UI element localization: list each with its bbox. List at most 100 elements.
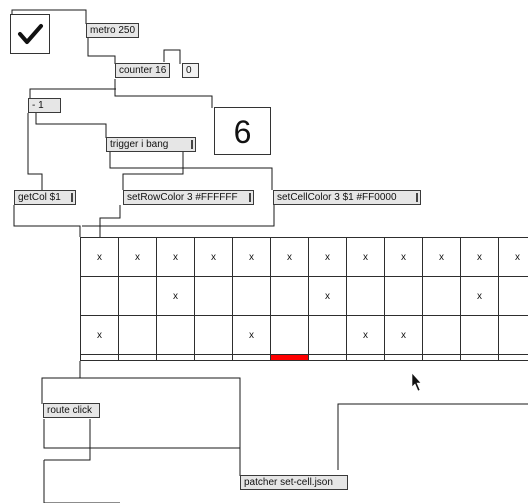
metro-object[interactable]: metro 250 xyxy=(86,23,140,38)
grid-cell-text: x xyxy=(135,252,140,263)
big-number-display: 6 xyxy=(214,107,271,155)
mouse-cursor-icon xyxy=(411,372,422,392)
grid-cell[interactable] xyxy=(308,354,346,361)
grid-cell[interactable] xyxy=(270,276,308,315)
grid-cell[interactable] xyxy=(346,354,384,361)
grid-cell[interactable] xyxy=(460,315,498,354)
grid-cell[interactable] xyxy=(194,354,232,361)
patch-cord xyxy=(13,205,81,237)
toggle[interactable] xyxy=(10,14,50,54)
grid-cell[interactable]: x xyxy=(118,237,156,276)
patch-cord xyxy=(27,113,43,190)
grid-cell[interactable] xyxy=(80,276,118,315)
grid-cell[interactable] xyxy=(384,354,422,361)
grid-cell[interactable]: x xyxy=(270,237,308,276)
counter-number-box[interactable]: 0 xyxy=(182,63,199,78)
grid-cell-text: x xyxy=(97,252,102,263)
patch-cord xyxy=(41,361,81,404)
patch-cord xyxy=(80,377,241,476)
patch-cord xyxy=(44,419,91,461)
grid-cell[interactable]: x xyxy=(460,276,498,315)
grid-cell[interactable] xyxy=(422,276,460,315)
grid-cell[interactable]: x xyxy=(384,237,422,276)
grid-cell[interactable] xyxy=(308,315,346,354)
grid-cell-text: x xyxy=(363,330,368,341)
getcol-message[interactable]: getCol $1 xyxy=(14,190,76,205)
grid-cell-text: x xyxy=(477,291,482,302)
grid-bottom-border xyxy=(80,360,528,361)
grid-cell[interactable] xyxy=(384,276,422,315)
grid-cell[interactable]: x xyxy=(346,237,384,276)
grid-cell-text: x xyxy=(515,252,520,263)
grid-cell-text: x xyxy=(249,330,254,341)
grid-cell-text: x xyxy=(325,291,330,302)
grid-cell[interactable]: x xyxy=(156,276,194,315)
grid-cell[interactable] xyxy=(498,315,528,354)
grid-cell[interactable]: x xyxy=(232,315,270,354)
grid-cell[interactable]: x xyxy=(308,237,346,276)
grid-cell-text: x xyxy=(173,291,178,302)
grid-cell-text: x xyxy=(363,252,368,263)
grid-cell-text: x xyxy=(439,252,444,263)
route-object[interactable]: route click xyxy=(43,403,100,418)
grid-cell[interactable] xyxy=(422,354,460,361)
grid-cell-text: x xyxy=(249,252,254,263)
grid-cell[interactable]: x xyxy=(384,315,422,354)
grid-cell[interactable] xyxy=(270,354,308,361)
grid-cell[interactable] xyxy=(80,354,118,361)
grid-cell[interactable] xyxy=(118,276,156,315)
grid-cell-text: x xyxy=(287,252,292,263)
grid-cell[interactable]: x xyxy=(80,237,118,276)
patch-cord xyxy=(82,205,275,227)
patch-cord xyxy=(35,113,107,138)
grid-cell[interactable]: x xyxy=(422,237,460,276)
grid-cell[interactable]: x xyxy=(194,237,232,276)
grid-cell[interactable]: x xyxy=(460,237,498,276)
grid-cell[interactable] xyxy=(498,354,528,361)
grid-cell[interactable]: x xyxy=(498,237,528,276)
checkmark-icon xyxy=(18,24,43,44)
patcher-object[interactable]: patcher set-cell.json xyxy=(240,475,348,490)
grid-cell-text: x xyxy=(401,330,406,341)
patch-cord xyxy=(163,49,181,64)
grid-cell-text: x xyxy=(477,252,482,263)
cell-grid[interactable]: x x x x x x x x x x x x x x x x x x x xyxy=(80,237,528,361)
patch-cord xyxy=(337,403,528,470)
patch-cord xyxy=(109,152,273,190)
patch-cord xyxy=(99,205,121,237)
grid-cell[interactable] xyxy=(460,354,498,361)
grid-cell-text: x xyxy=(97,330,102,341)
setcellcolor-message[interactable]: setCellColor 3 $1 #FF0000 xyxy=(273,190,421,205)
minus-one-object[interactable]: - 1 xyxy=(28,98,61,113)
grid-cell[interactable] xyxy=(156,315,194,354)
trigger-object[interactable]: trigger i bang xyxy=(106,137,196,152)
grid-cell[interactable]: x xyxy=(80,315,118,354)
grid-cell[interactable] xyxy=(232,354,270,361)
grid-cell[interactable]: x xyxy=(156,237,194,276)
grid-cell-text: x xyxy=(325,252,330,263)
patch-cord xyxy=(29,88,116,98)
grid-cell[interactable] xyxy=(232,276,270,315)
grid-cell[interactable] xyxy=(498,276,528,315)
grid-cell[interactable] xyxy=(156,354,194,361)
grid-cell[interactable] xyxy=(118,315,156,354)
grid-cell[interactable] xyxy=(118,354,156,361)
grid-cell[interactable] xyxy=(194,276,232,315)
patch-cord xyxy=(87,38,116,64)
grid-cell[interactable] xyxy=(346,276,384,315)
grid-cell[interactable] xyxy=(270,315,308,354)
grid-cell[interactable]: x xyxy=(346,315,384,354)
setrowcolor-message[interactable]: setRowColor 3 #FFFFFF xyxy=(123,190,254,205)
grid-cell-text: x xyxy=(173,252,178,263)
grid-cell[interactable] xyxy=(194,315,232,354)
grid-cell-text: x xyxy=(211,252,216,263)
grid-cell[interactable]: x xyxy=(308,276,346,315)
grid-cell[interactable] xyxy=(422,315,460,354)
patch-cord xyxy=(114,79,213,108)
grid-cell[interactable]: x xyxy=(232,237,270,276)
patch-cord xyxy=(43,419,240,449)
patch-cord xyxy=(122,152,184,190)
grid-cell-text: x xyxy=(401,252,406,263)
counter-object[interactable]: counter 16 xyxy=(115,63,171,78)
